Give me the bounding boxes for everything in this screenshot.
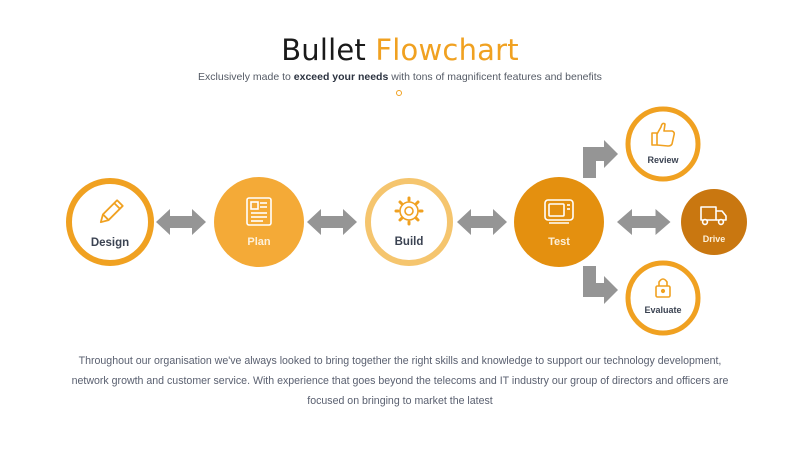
step-build: Build	[365, 178, 453, 266]
title-dot-decoration	[396, 90, 402, 96]
step-review: Review	[625, 106, 701, 182]
thumbs-up-icon	[651, 122, 676, 147]
arrow-plan-build	[307, 209, 357, 235]
step-design-label: Design	[91, 237, 129, 249]
truck-icon	[700, 206, 727, 226]
step-plan-label: Plan	[247, 236, 271, 248]
step-build-label: Build	[395, 236, 424, 248]
subtitle-bold: exceed your needs	[293, 71, 389, 83]
lock-icon	[655, 278, 671, 298]
subtitle-before: Exclusively made to	[198, 71, 294, 83]
step-evaluate-label: Evaluate	[644, 305, 681, 315]
step-plan: Plan	[214, 177, 304, 267]
pencil-icon	[99, 199, 124, 224]
step-design: Design	[66, 178, 154, 266]
monitor-icon	[544, 199, 574, 224]
page-title: Bullet Flowchart	[0, 33, 800, 67]
description-paragraph: Throughout our organisation we've always…	[71, 355, 729, 407]
title-part-1: Bullet	[281, 33, 366, 67]
arrow-design-plan	[156, 209, 206, 235]
arrow-test-drive	[617, 209, 671, 235]
gear-icon	[394, 196, 424, 226]
title-part-2: Flowchart	[375, 33, 519, 67]
step-review-label: Review	[647, 155, 679, 165]
page-subtitle: Exclusively made to exceed your needs wi…	[0, 71, 800, 83]
arrow-build-test	[457, 209, 507, 235]
step-drive: Drive	[681, 189, 747, 255]
step-drive-label: Drive	[703, 234, 726, 244]
step-test: Test	[514, 177, 604, 267]
step-test-label: Test	[548, 236, 570, 248]
arrow-test-evaluate	[583, 266, 618, 304]
step-evaluate: Evaluate	[625, 260, 701, 336]
arrow-test-review	[583, 140, 618, 178]
subtitle-after: with tons of magnificent features and be…	[388, 71, 602, 83]
document-icon	[246, 197, 272, 226]
